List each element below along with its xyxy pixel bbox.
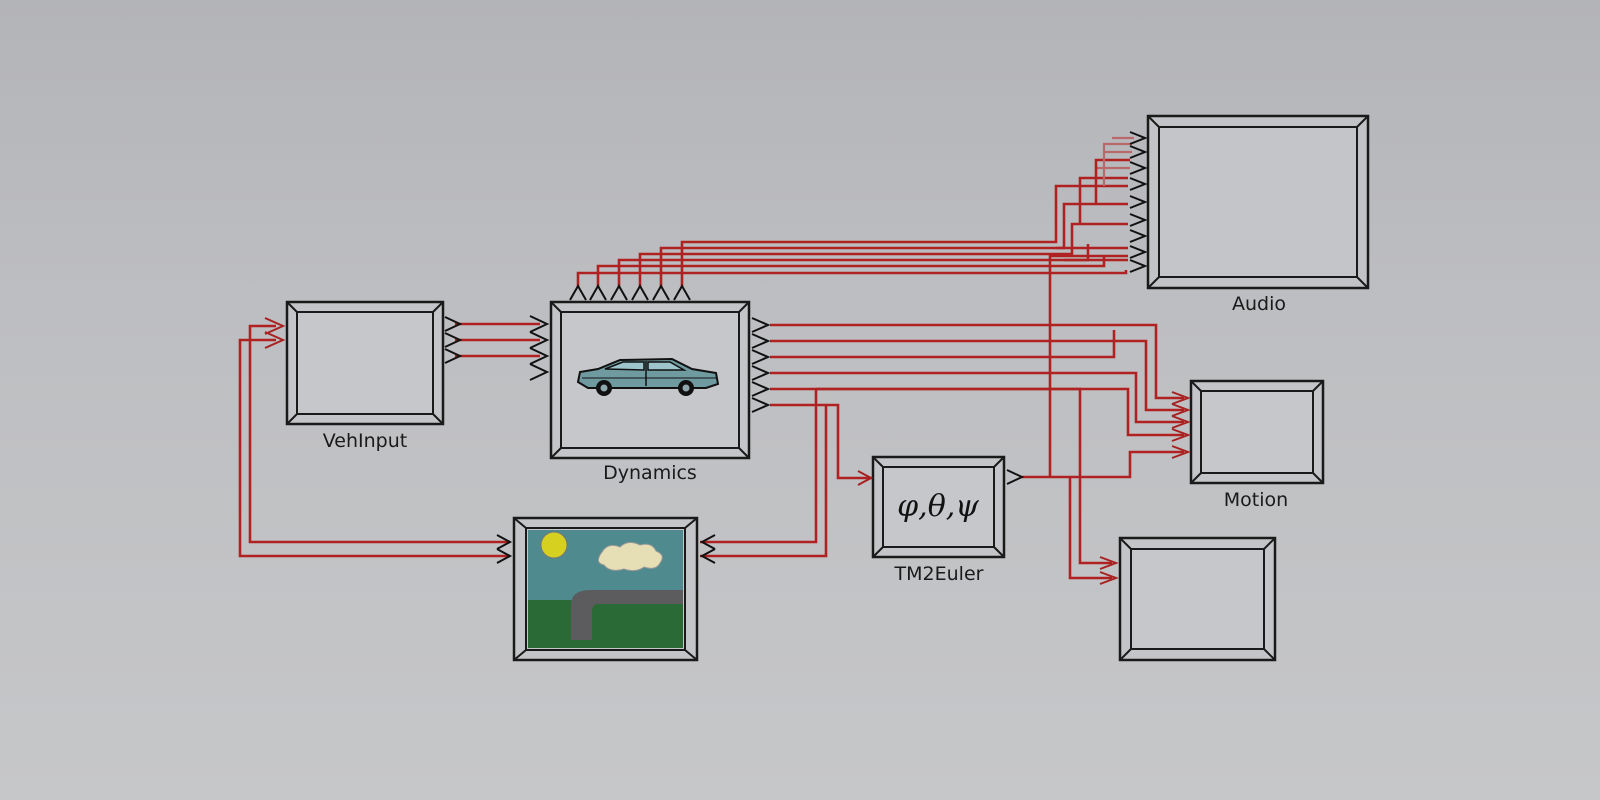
scope-input-port-1[interactable] [1099,556,1119,570]
wire-dynamics-audio-5[interactable] [659,202,1128,288]
dynamics-top-port-2[interactable] [589,283,607,301]
block-audio[interactable]: Audio [1129,114,1370,315]
wire-tm2euler-scope[interactable] [1068,477,1112,580]
dynamics-input-port-2[interactable] [529,331,550,349]
motion-label: Motion [1224,489,1288,511]
block-dynamics[interactable]: Dynamics [529,283,771,484]
wire-dynamics-visual-1[interactable] [700,389,818,544]
dynamics-output-port-1[interactable] [751,317,771,333]
dynamics-output-port-4[interactable] [751,365,771,381]
wire-dynamics-motion-4[interactable] [770,371,1184,424]
wire-audio-bus-riser-b[interactable] [1094,158,1130,204]
car-icon [576,357,720,396]
vehinput-output-port-3[interactable] [444,348,463,364]
dynamics-output-port-5[interactable] [751,381,771,397]
audio-input-port-2[interactable] [1129,145,1148,159]
wire-dynamics-motion-5[interactable] [770,387,1184,437]
block-vehinput[interactable]: VehInput [264,300,463,452]
dynamics-top-port-3[interactable] [610,283,628,301]
wire-dynamics-motion-1[interactable] [770,323,1184,400]
motion-input-port-4[interactable] [1171,428,1191,442]
audio-input-port-5[interactable] [1129,195,1148,209]
vehinput-output-port-2[interactable] [444,332,463,348]
wire-visual-vehinput-1[interactable] [248,324,510,544]
dynamics-top-port-6[interactable] [673,283,691,301]
dynamics-top-port-1[interactable] [569,283,587,301]
wire-dynamics-audio-2[interactable] [596,257,1106,288]
wire-dynamics-audio-1[interactable] [576,270,1128,288]
dynamics-output-port-3[interactable] [751,349,771,365]
vehinput-label: VehInput [323,430,407,452]
motion-input-port-5[interactable] [1171,445,1191,459]
block-tm2euler[interactable]: φ,θ,ψ TM2Euler [857,455,1025,585]
dynamics-output-port-6[interactable] [751,397,771,413]
audio-input-port-7[interactable] [1129,229,1148,243]
dynamics-top-port-4[interactable] [631,283,649,301]
signal-wires [238,136,1184,580]
wire-dynamics-tm2euler[interactable] [770,403,872,480]
audio-input-port-6[interactable] [1129,213,1148,227]
audio-input-port-9[interactable] [1129,259,1148,273]
wire-tm2euler-motion[interactable] [1022,450,1184,479]
visual-output-port-2[interactable] [496,548,513,564]
motion-input-port-3[interactable] [1171,415,1191,429]
wire-dynamics-audio-3[interactable] [617,244,1090,288]
tm2euler-output-port[interactable] [1006,469,1025,485]
dynamics-input-port-1[interactable] [529,315,550,333]
audio-input-port-3[interactable] [1129,161,1148,175]
audio-input-port-8[interactable] [1129,245,1148,259]
motion-input-port-1[interactable] [1171,391,1191,405]
wire-visual-vehinput-2[interactable] [238,338,510,558]
wire-audio-bus-riser-a[interactable] [1078,176,1128,224]
wire-dynamics-motion-2[interactable] [770,339,1184,412]
block-scope[interactable] [1099,536,1277,662]
wire-audio-bus-riser-c[interactable] [1102,142,1132,186]
dynamics-top-port-5[interactable] [652,283,670,301]
vehinput-input-port-1[interactable] [264,317,286,335]
dynamics-output-port-2[interactable] [751,333,771,349]
wire-dynamics-motion-3[interactable] [770,330,1116,359]
wire-dynamics-visual-2[interactable] [700,405,828,558]
block-visual[interactable] [496,516,716,662]
tm2euler-label: TM2Euler [894,563,984,585]
scope-input-port-2[interactable] [1099,571,1119,585]
vehinput-output-port-1[interactable] [444,316,463,332]
audio-label: Audio [1232,293,1286,315]
visual-input-port-2[interactable] [699,548,716,564]
audio-input-port-1[interactable] [1129,131,1148,145]
wire-tm2euler-audio[interactable] [1048,254,1128,477]
dynamics-input-port-4[interactable] [529,363,550,381]
wire-dynamics-audio-4[interactable] [638,222,1128,288]
landscape-scene-icon [528,530,683,648]
dynamics-input-port-3[interactable] [529,347,550,365]
euler-angles-symbol: φ,θ,ψ [897,489,979,524]
tm2euler-input-port[interactable] [857,470,874,486]
vehinput-input-port-2[interactable] [264,331,286,349]
motion-input-port-2[interactable] [1171,403,1191,417]
visual-output-port-1[interactable] [496,534,513,550]
dynamics-label: Dynamics [603,462,697,484]
audio-input-port-4[interactable] [1129,177,1148,191]
visual-input-port-1[interactable] [699,534,716,550]
block-motion[interactable]: Motion [1171,379,1325,511]
